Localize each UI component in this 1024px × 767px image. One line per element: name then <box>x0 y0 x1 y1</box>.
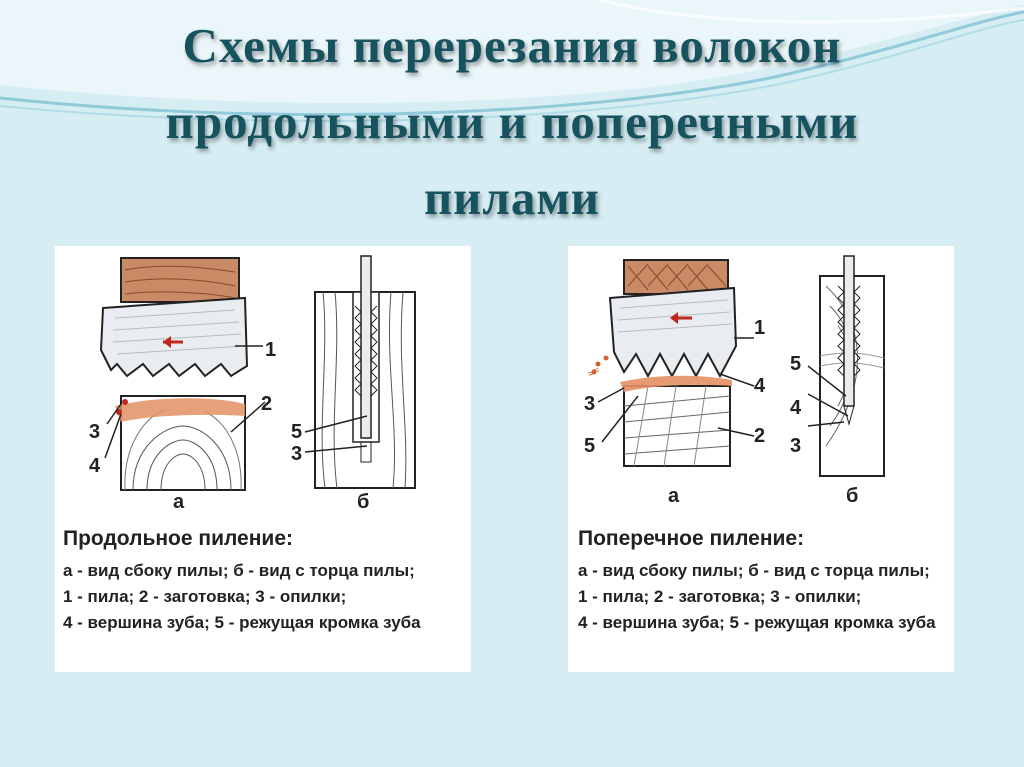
rip-caption-line-2: 1 - пила; 2 - заготовка; 3 - опилки; <box>63 587 347 606</box>
rip-label-b3: 3 <box>291 443 302 465</box>
slide-title: Схемы перерезания волокон продольными и … <box>0 8 1024 236</box>
crosscut-sawdust: ≈≈ <box>586 355 732 392</box>
rip-caption-heading: Продольное пиление: <box>63 527 293 550</box>
crosscut-label-3: 3 <box>584 393 595 415</box>
crosscut-workpiece <box>623 385 731 467</box>
crosscut-label-1: 1 <box>754 317 765 339</box>
rip-caption: Продольное пиление: а - вид сбоку пилы; … <box>63 526 421 636</box>
crosscut-caption-line-3: 4 - вершина зуба; 5 - режущая кромка зуб… <box>578 613 936 632</box>
rip-label-1: 1 <box>265 339 276 361</box>
rip-view-a-label: а <box>173 491 185 513</box>
title-line-1: Схемы перерезания волокон <box>182 18 842 73</box>
crosscut-view-a-label: а <box>668 485 680 507</box>
crosscut-label-2: 2 <box>754 425 765 447</box>
crosscut-view-b-label: б <box>846 485 858 507</box>
crosscut-caption-line-2: 1 - пила; 2 - заготовка; 3 - опилки; <box>578 587 862 606</box>
crosscut-label-b3: 3 <box>790 435 801 457</box>
rip-label-4: 4 <box>89 455 101 477</box>
rip-caption-line-3: 4 - вершина зуба; 5 - режущая кромка зуб… <box>63 613 421 632</box>
rip-label-2: 2 <box>261 393 272 415</box>
rip-sawing-panel: 1 2 3 4 а 5 3 б Продольное пиление: а - … <box>55 246 471 672</box>
crosscut-label-b4: 4 <box>790 397 802 419</box>
rip-label-3: 3 <box>89 421 100 443</box>
crosscut-caption: Поперечное пиление: а - вид сбоку пилы; … <box>578 526 936 636</box>
crosscut-label-5: 5 <box>584 435 595 457</box>
crosscut-end-view <box>807 255 885 477</box>
rip-sawing-diagram: 1 2 3 4 а 5 3 б <box>89 255 416 513</box>
rip-view-b-label: б <box>357 491 369 513</box>
crosscut-sawing-panel: ≈≈ 1 4 3 2 5 а 5 4 <box>568 246 954 672</box>
crosscut-sawing-diagram: ≈≈ 1 4 3 2 5 а 5 4 <box>584 255 885 507</box>
crosscut-top-block <box>623 259 729 295</box>
rip-label-b5: 5 <box>291 421 302 443</box>
rip-saw-blade <box>99 296 249 378</box>
crosscut-label-4: 4 <box>754 375 766 397</box>
rip-top-block <box>120 257 240 303</box>
crosscut-label-b5: 5 <box>790 353 801 375</box>
rip-end-view <box>304 255 416 489</box>
crosscut-caption-heading: Поперечное пиление: <box>578 527 805 550</box>
rip-caption-line-1: а - вид сбоку пилы; б - вид с торца пилы… <box>63 561 415 580</box>
crosscut-saw-blade <box>608 286 738 379</box>
rip-sawdust <box>115 398 245 422</box>
title-line-2: продольными и поперечными <box>165 94 859 149</box>
title-line-3: пилами <box>423 170 601 225</box>
crosscut-caption-line-1: а - вид сбоку пилы; б - вид с торца пилы… <box>578 561 930 580</box>
